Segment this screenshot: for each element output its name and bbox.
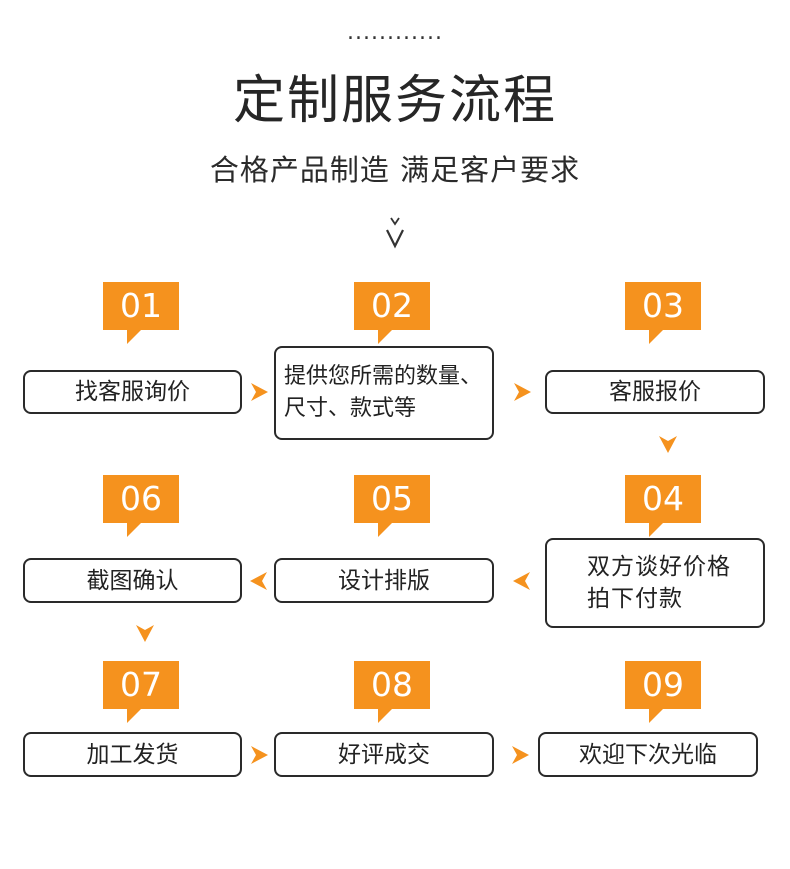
step-06-badge: 06 — [103, 475, 179, 537]
step-06-label: 截图确认 — [86, 567, 179, 594]
step-02-badge: 02 — [354, 282, 430, 344]
step-08-box: 好评成交 — [274, 732, 494, 777]
step-08-badge: 08 — [354, 661, 430, 723]
step-03-label: 客服报价 — [609, 379, 701, 405]
step-04-label: 双方谈好价格拍下付款 — [587, 554, 731, 612]
step-01-label: 找客服询价 — [75, 379, 190, 405]
step-05-label: 设计排版 — [338, 567, 430, 594]
arrow-left-icon — [250, 572, 267, 590]
arrow-left-icon — [513, 572, 530, 590]
step-06-box: 截图确认 — [23, 558, 242, 603]
step-05-box: 设计排版 — [274, 558, 494, 603]
step-07-badge: 07 — [103, 661, 179, 723]
arrow-down-icon — [659, 436, 677, 453]
chevron-down-icon — [386, 217, 404, 249]
arrow-right-icon — [514, 383, 531, 401]
arrow-right-icon — [251, 383, 268, 401]
step-07-label: 加工发货 — [86, 741, 179, 768]
page-title: 定制服务流程 — [232, 71, 557, 131]
page-subtitle: 合格产品制造 满足客户要求 — [209, 153, 581, 187]
step-03-box: 客服报价 — [545, 370, 765, 414]
step-04-box: 双方谈好价格拍下付款 — [545, 538, 765, 628]
step-09-badge: 09 — [625, 661, 701, 723]
step-02-box: 提供您所需的数量、尺寸、款式等 — [274, 346, 494, 440]
step-09-label: 欢迎下次光临 — [579, 741, 717, 768]
step-07-box: 加工发货 — [23, 732, 242, 777]
arrow-right-icon — [251, 746, 268, 764]
step-08-label: 好评成交 — [338, 741, 430, 768]
arrow-right-icon — [512, 746, 529, 764]
step-01-badge: 01 — [103, 282, 179, 344]
header-dots: ............ — [347, 20, 443, 45]
step-02-label: 提供您所需的数量、尺寸、款式等 — [284, 364, 483, 421]
step-09-box: 欢迎下次光临 — [538, 732, 758, 777]
step-03-badge: 03 — [625, 282, 701, 344]
step-05-badge: 05 — [354, 475, 430, 537]
step-01-box: 找客服询价 — [23, 370, 242, 414]
arrow-down-icon — [136, 625, 154, 642]
step-04-badge: 04 — [625, 475, 701, 537]
